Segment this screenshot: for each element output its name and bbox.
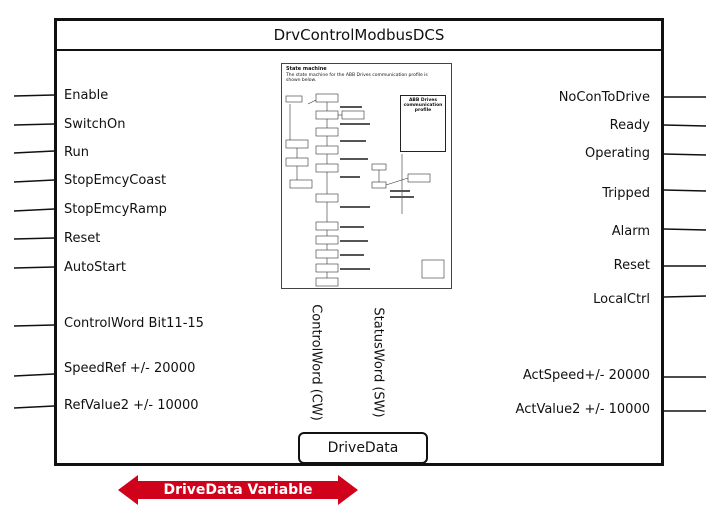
state-machine-heading: State machine bbox=[286, 66, 327, 72]
output-act-speed: ActSpeed+/- 20000 bbox=[522, 368, 650, 383]
input-ref-value2: RefValue2 +/- 10000 bbox=[64, 398, 199, 413]
output-wires bbox=[663, 96, 707, 412]
output-reset: Reset bbox=[613, 258, 650, 273]
input-reset: Reset bbox=[64, 231, 101, 246]
block-title: DrvControlModbusDCS bbox=[57, 21, 661, 51]
status-word-label: StatusWord (SW) bbox=[370, 307, 386, 418]
state-machine-graphic bbox=[285, 93, 445, 287]
input-stop-emcy-coast: StopEmcyCoast bbox=[64, 173, 167, 188]
output-operating: Operating bbox=[585, 146, 650, 161]
output-act-value2: ActValue2 +/- 10000 bbox=[515, 402, 650, 417]
state-machine-description: The state machine for the ABB Drives com… bbox=[286, 73, 428, 83]
input-run: Run bbox=[64, 145, 89, 160]
control-word-label: ControlWord (CW) bbox=[308, 304, 324, 421]
output-ready: Ready bbox=[609, 118, 650, 133]
output-alarm: Alarm bbox=[611, 224, 650, 239]
drive-data-variable-label: DriveData Variable bbox=[163, 482, 313, 498]
double-arrow-icon bbox=[118, 475, 358, 505]
input-control-word-bits: ControlWord Bit11-15 bbox=[64, 316, 204, 331]
input-stop-emcy-ramp: StopEmcyRamp bbox=[64, 202, 167, 217]
input-switch-on: SwitchOn bbox=[64, 117, 126, 132]
profile-legend-box: ABB Drives communication profile bbox=[400, 95, 446, 152]
input-speed-ref: SpeedRef +/- 20000 bbox=[64, 361, 196, 376]
input-wires bbox=[13, 94, 55, 409]
drive-data-variable-banner: DriveData Variable bbox=[118, 475, 358, 505]
drive-data-box: DriveData bbox=[298, 432, 428, 464]
profile-title: ABB Drives communication profile bbox=[403, 98, 443, 113]
output-tripped: Tripped bbox=[602, 186, 650, 201]
input-autostart: AutoStart bbox=[64, 260, 126, 275]
output-local-ctrl: LocalCtrl bbox=[593, 292, 650, 307]
state-machine-thumbnail: State machine The state machine for the … bbox=[281, 63, 452, 289]
output-no-con-to-drive: NoConToDrive bbox=[558, 90, 650, 105]
input-enable: Enable bbox=[64, 88, 109, 103]
